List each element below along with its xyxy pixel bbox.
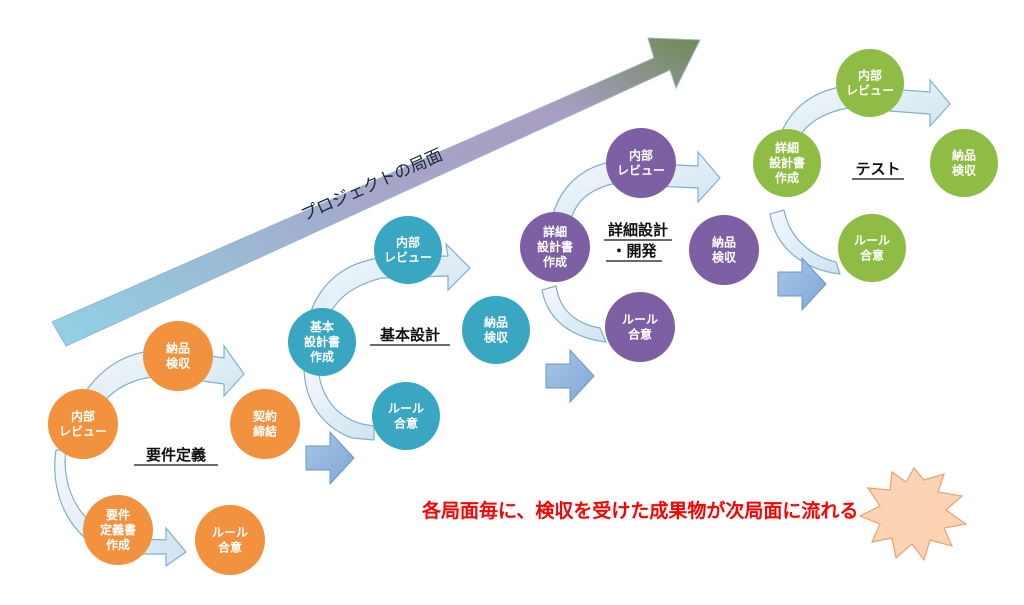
step-circle-shape: [520, 212, 590, 282]
step-circle-label: 作成: [543, 254, 567, 269]
step-circle-label: ルール: [388, 402, 424, 416]
step-circle-label: 納品: [166, 341, 190, 356]
step-circle-label: 納品: [952, 148, 976, 163]
step-circle-shape: [838, 214, 906, 282]
step-circle-shape: [462, 296, 530, 364]
summary-text: 各局面毎に、検収を受けた成果物が次局面に流れる: [421, 499, 858, 522]
step-circle-label: レビュー: [384, 250, 432, 265]
transition-arrow-1: [305, 430, 355, 486]
step-circle-shape: [374, 216, 442, 284]
step-circle-label: レビュー: [846, 83, 894, 98]
step-circle-label: 検収: [952, 163, 977, 178]
step-circle-label: 納品: [484, 315, 508, 330]
step-circle-label: 作成: [106, 537, 130, 552]
step-circle-shape: [83, 495, 153, 565]
step-circle-label: 合意: [394, 416, 418, 431]
step-circle-shape: [372, 382, 440, 450]
phase-2-title: 基本設計: [379, 326, 440, 344]
step-circle-label: 設計書: [304, 334, 340, 349]
step-circle-label: 検収: [484, 330, 509, 345]
phase-transition-arrows: [305, 256, 827, 486]
step-circle-label: 定義書: [100, 522, 136, 537]
step-circle-label: 基本: [309, 319, 334, 334]
phase-3-title-line1: 詳細設計: [608, 221, 668, 239]
transition-arrow-2: [545, 348, 595, 404]
step-circle-label: 合意: [860, 248, 884, 263]
step-circle-label: 内部: [71, 409, 95, 424]
step-circle-shape: [753, 129, 821, 197]
step-circle-shape: [48, 389, 118, 459]
step-circle-shape: [930, 129, 998, 197]
step-circle-label: レビュー: [59, 424, 107, 439]
project-phase-arrow-label: プロジェクトの局面: [298, 145, 446, 226]
step-circle-label: 要件: [106, 507, 130, 522]
step-circle-label: ルール: [622, 313, 658, 327]
step-circle-label: 締結: [253, 424, 277, 439]
step-circle-label: 納品: [712, 235, 736, 250]
step-circle-label: 内部: [858, 68, 882, 83]
step-circle-label: 検収: [166, 356, 191, 371]
step-circle-shape: [230, 389, 300, 459]
step-circle-label: 内部: [629, 148, 653, 163]
step-circle-label: 詳細: [775, 140, 799, 155]
cycle-arrow-ph3-bottom: [541, 285, 607, 343]
step-circle-label: ルール: [854, 234, 890, 248]
step-circle-shape: [195, 505, 265, 575]
step-circle-shape: [836, 49, 904, 117]
cycle-arrow-ph4-bottom: [769, 209, 841, 275]
step-circle-label: 合意: [218, 540, 242, 555]
step-circle-shape: [288, 308, 356, 376]
phase-4-title: テスト: [855, 160, 900, 178]
step-circle-shape: [689, 215, 759, 285]
cycle-arrow-ph4-top: [779, 78, 951, 141]
starburst-icon: [858, 466, 968, 562]
step-circle-label: 設計書: [769, 155, 805, 170]
step-circle-shape: [143, 321, 213, 391]
step-circle-shape: [606, 128, 676, 198]
phase-1-title: 要件定義: [146, 446, 206, 464]
step-circle-label: 作成: [310, 349, 334, 364]
step-circle-label: 合意: [628, 327, 652, 342]
step-circle-label: 設計書: [537, 239, 573, 254]
circle-layer: 納品検収契約締結内部レビュー要件定義書作成ルール合意内部レビュー基本設計書作成納…: [48, 49, 998, 575]
cycle-arrow-ph2-bottom: [303, 365, 375, 441]
step-circle-label: 詳細: [543, 224, 567, 239]
cycle-arrow-ph3-top: [551, 150, 721, 223]
phase-3-title-line2: ・開発: [611, 242, 657, 260]
step-circle-label: 検収: [712, 250, 737, 265]
project-phase-arrow: プロジェクトの局面: [51, 37, 701, 347]
step-circle-label: 作成: [775, 170, 799, 185]
phase-titles: 要件定義 基本設計 詳細設計 ・開発 テスト: [134, 160, 904, 466]
step-circle-label: ルール: [212, 526, 248, 540]
transition-arrow-3: [777, 256, 827, 312]
step-circle-shape: [605, 292, 675, 362]
step-circle-label: 内部: [396, 235, 420, 250]
step-circle-label: レビュー: [617, 163, 665, 178]
step-circle-label: 契約: [252, 409, 277, 424]
